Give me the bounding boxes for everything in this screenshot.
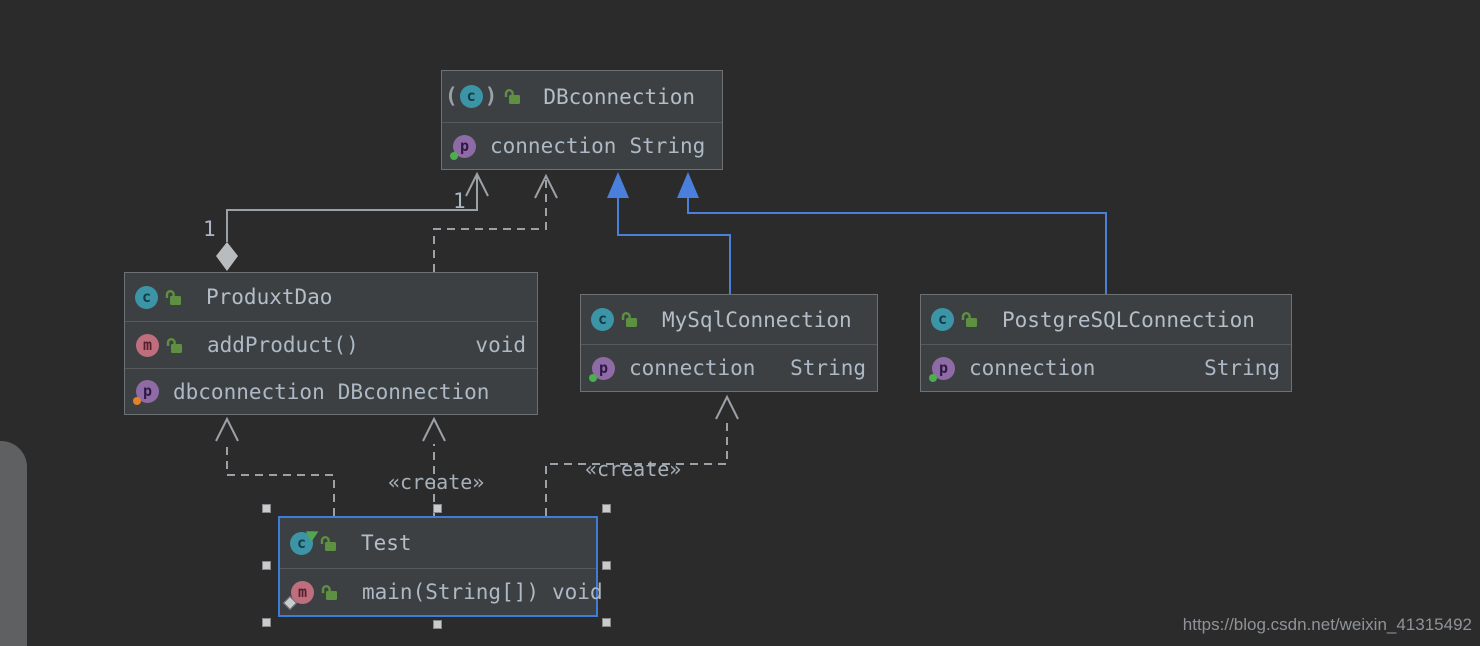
member-row[interactable]: m addProduct() void [125,322,537,368]
member-row[interactable]: p connection String [581,345,877,391]
class-icon: c [591,308,614,331]
member-row[interactable]: m main(String[]) void [280,569,603,615]
class-icon: c [459,85,483,108]
class-node-test[interactable]: c Test m main(String[]) void [278,516,603,617]
watermark-url: https://blog.csdn.net/weixin_41315492 [1182,615,1472,634]
inheritance-arrowhead [607,172,629,198]
member-row[interactable]: p connection String [442,123,722,169]
aggregation-source-multiplicity: 1 [203,217,216,241]
class-node-postgresqlconnection[interactable]: c PostgreSQLConnection p connection Stri… [920,294,1292,392]
create-stereotype-label: «create» [585,457,682,481]
public-unlock-icon [166,337,182,353]
visibility-dot-icon [589,373,597,382]
class-name: MySqlConnection [662,307,852,332]
resize-handle-top-right[interactable] [602,504,611,513]
run-triangle-icon [305,525,322,542]
class-name: Test [361,531,412,555]
member-name: connection [969,356,1096,380]
visibility-dot-icon [929,373,937,382]
member-type: void [475,333,526,357]
property-icon: p [929,356,955,382]
member-name: dbconnection [173,379,325,404]
resize-handle-top-left[interactable] [262,504,271,513]
class-node-dbconnection[interactable]: ( c ) DBconnection p connection String [441,70,723,170]
left-panel-edge [0,441,27,646]
member-name: connection [629,356,756,380]
dependency-test-produxtdao[interactable] [215,416,335,516]
class-node-produxtdao[interactable]: c ProduxtDao m addProduct() void p dbcon… [124,272,538,415]
method-icon: m [282,580,314,610]
implementations-paren-icon: ( [445,84,458,108]
class-node-mysqlconnection[interactable]: c MySqlConnection p connection String [580,294,878,392]
property-icon: p [133,380,159,405]
member-type: DBconnection [337,379,490,404]
resize-handle-top-center[interactable] [433,504,442,513]
public-unlock-icon [621,312,637,327]
member-name: addProduct() [207,333,359,357]
member-row[interactable]: p dbconnection DBconnection [125,368,537,414]
aggregation-diamond [216,242,238,271]
member-type: String [1204,356,1280,380]
class-name: PostgreSQLConnection [1002,307,1255,332]
class-name: ProduxtDao [206,285,333,309]
runnable-class-icon: c [290,525,322,555]
resize-handle-bottom-center[interactable] [433,620,442,629]
class-icon: c [931,308,954,331]
resize-handle-bottom-right[interactable] [602,618,611,627]
inheritance-arrowhead [677,172,699,198]
class-name: DBconnection [543,84,696,109]
property-icon: p [450,134,476,160]
member-type: String [790,356,866,380]
public-unlock-icon [320,535,336,551]
property-icon: p [589,356,615,382]
visibility-dot-icon [450,151,458,160]
create-test-produxtdao[interactable] [422,416,446,516]
aggregation-produxtdao-dbconnection[interactable] [216,171,489,271]
inheritance-postgresqlconnection-dbconnection[interactable] [677,172,1107,294]
resize-handle-mid-right[interactable] [602,561,611,570]
method-icon: m [136,333,159,357]
resize-handle-mid-left[interactable] [262,561,271,570]
member-type: void [552,580,603,604]
public-unlock-icon [165,289,181,305]
member-name: connection [490,134,617,158]
member-row[interactable]: p connection String [921,345,1291,391]
public-unlock-icon [505,89,521,104]
member-name: main(String[]) [362,580,540,604]
public-unlock-icon [321,584,337,600]
aggregation-target-multiplicity: 1 [453,189,466,213]
dependency-produxtdao-dbconnection[interactable] [433,173,558,272]
implementations-paren-icon: ) [484,84,498,108]
class-icon: c [135,285,158,309]
create-stereotype-label: «create» [388,470,485,494]
visibility-dot-icon [133,397,141,405]
member-type: String [629,134,706,158]
public-unlock-icon [961,312,977,327]
entry-point-diamond-icon [282,595,298,610]
inheritance-mysqlconnection-dbconnection[interactable] [607,172,731,294]
create-test-mysqlconnection[interactable] [545,394,739,516]
resize-handle-bottom-left[interactable] [262,618,271,627]
